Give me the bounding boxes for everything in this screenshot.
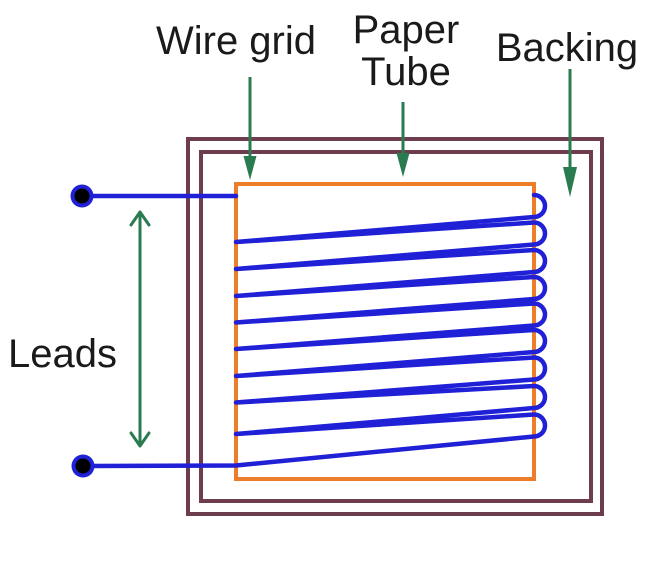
backing-outer-rect	[186, 137, 604, 516]
terminal-core-top	[74, 188, 90, 204]
terminal-dot-top	[70, 184, 94, 208]
wire-grid-label: Wire grid	[155, 19, 317, 63]
paper-tube-label-line1: Paper	[352, 8, 460, 52]
wire-grid-coil	[70, 184, 548, 478]
backing-inner-rect	[199, 150, 593, 503]
wire-grid-arrowhead-icon	[243, 156, 257, 180]
leads-label: Leads	[8, 332, 117, 376]
leads-double-arrow	[129, 210, 151, 448]
paper-tube-arrowhead-icon	[396, 153, 410, 177]
paper-tube-label-line2: Tube	[361, 50, 451, 94]
paper-tube-label: Paper Tube	[353, 9, 460, 93]
backing-outline	[186, 137, 604, 516]
backing-arrowhead-icon	[563, 167, 577, 197]
terminal-core-bottom	[75, 458, 91, 474]
backing-label: Backing	[495, 26, 639, 70]
coil-wire	[80, 192, 548, 469]
wire-grid-arrow	[243, 77, 257, 180]
terminal-dot-bottom	[71, 454, 95, 478]
paper-tube-arrow	[396, 102, 410, 177]
backing-arrow	[563, 69, 577, 197]
leads-arrowhead-down-icon	[129, 431, 151, 448]
leads-arrowhead-up-icon	[129, 210, 151, 227]
